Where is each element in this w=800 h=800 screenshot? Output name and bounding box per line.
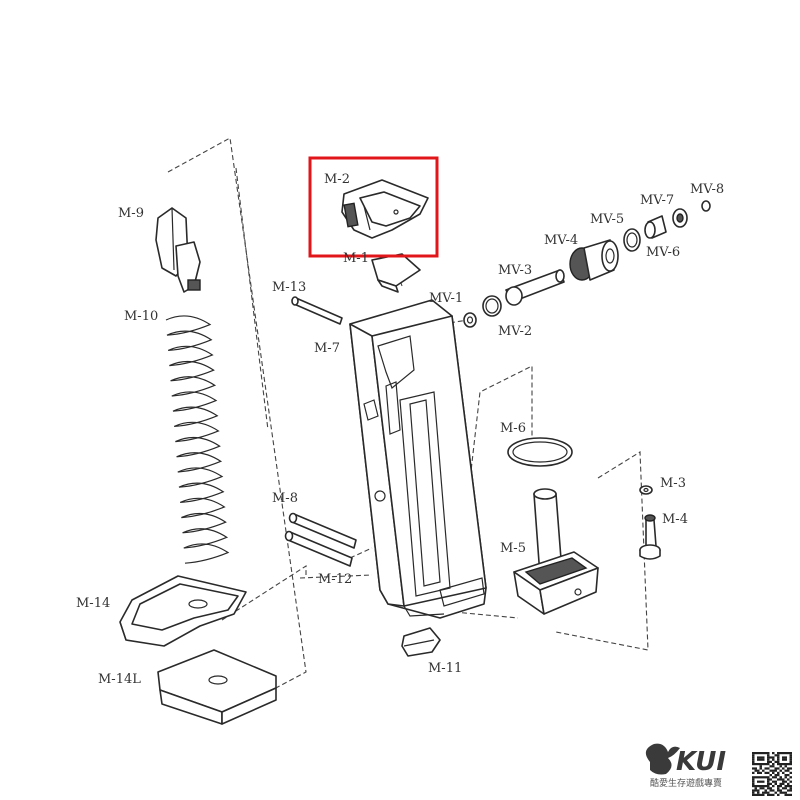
part-m9-follower	[155, 207, 201, 293]
part-mv7-ring	[672, 208, 688, 228]
label-mv6: MV-6	[646, 245, 680, 260]
part-m3-washer	[639, 485, 653, 495]
dragon-emblem-icon	[645, 743, 680, 775]
part-m2-latch	[341, 179, 429, 239]
label-mv4: MV-4	[544, 233, 578, 248]
label-mv8: MV-8	[690, 182, 724, 197]
part-mv8-clip	[701, 200, 711, 212]
part-m6-oring	[507, 437, 573, 467]
part-m5-tube-base	[513, 488, 599, 615]
brand-name: KUI	[676, 747, 726, 777]
part-m4-screw	[639, 514, 661, 560]
part-mv2-oring	[482, 295, 502, 317]
label-m3: M-3	[660, 476, 686, 491]
label-m2: M-2	[324, 172, 350, 187]
part-mv4-valve-body	[569, 239, 619, 281]
part-m14l-base-plate	[157, 649, 277, 725]
part-mv6-valve-core	[644, 215, 667, 239]
label-m4: M-4	[662, 512, 688, 527]
part-m8-pins	[284, 512, 357, 567]
label-mv3: MV-3	[498, 263, 532, 278]
label-mv5: MV-5	[590, 212, 624, 227]
label-m5: M-5	[500, 541, 526, 556]
part-m11	[401, 627, 441, 657]
brand-logo: KUI 酷愛生存遊戲專賣	[645, 743, 726, 789]
part-labels: M-2 M-1 M-9 M-10 M-13 M-7 M-8 M-12 M-14 …	[76, 172, 724, 687]
label-m14l: M-14L	[98, 672, 141, 687]
part-mv1-washer	[463, 312, 477, 328]
label-mv2: MV-2	[498, 324, 532, 339]
part-m14-base-plate	[119, 575, 247, 647]
part-m10-spring	[165, 315, 230, 564]
part-mv5-oring	[623, 228, 641, 252]
label-m9: M-9	[118, 206, 144, 221]
label-m1: M-1	[343, 251, 369, 266]
label-m14: M-14	[76, 596, 110, 611]
part-mv3-valve-stem	[505, 269, 565, 306]
label-mv1: MV-1	[429, 291, 463, 306]
label-m7: M-7	[314, 341, 340, 356]
label-m12: M-12	[318, 572, 352, 587]
brand-tagline: 酷愛生存遊戲專賣	[650, 777, 722, 789]
qr-code-icon	[752, 752, 792, 796]
label-m6: M-6	[500, 421, 526, 436]
part-m1-block	[371, 253, 421, 293]
label-m8: M-8	[272, 491, 298, 506]
highlight-box-m2	[308, 156, 439, 258]
label-mv7: MV-7	[640, 193, 674, 208]
part-m13-pin	[291, 296, 343, 325]
label-m11: M-11	[428, 661, 462, 676]
label-m13: M-13	[272, 280, 306, 295]
label-m10: M-10	[124, 309, 158, 324]
part-m7-magazine-body	[349, 299, 487, 619]
